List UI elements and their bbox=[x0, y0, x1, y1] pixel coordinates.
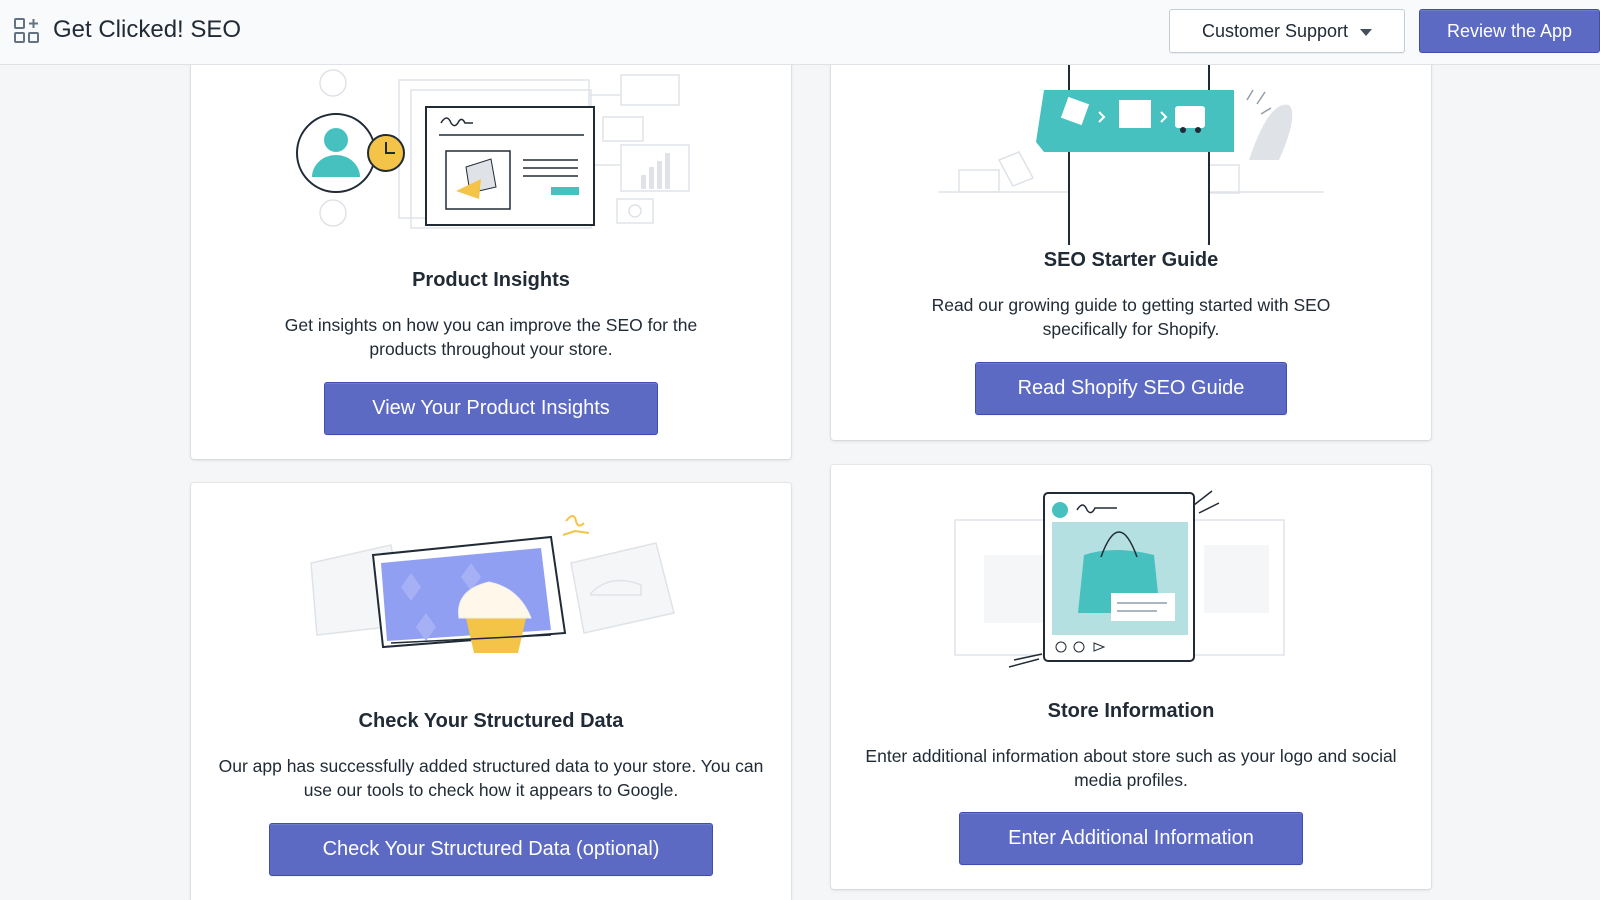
card-title: Check Your Structured Data bbox=[358, 710, 624, 732]
view-product-insights-button[interactable]: View Your Product Insights bbox=[324, 382, 658, 435]
review-app-button[interactable]: Review the App bbox=[1419, 9, 1600, 53]
card-title: SEO Starter Guide bbox=[1043, 249, 1219, 271]
top-bar: Get Clicked! SEO Customer Support Review… bbox=[0, 0, 1600, 65]
customer-support-label: Customer Support bbox=[1201, 20, 1349, 41]
read-seo-guide-button[interactable]: Read Shopify SEO Guide bbox=[975, 362, 1287, 415]
customer-support-button[interactable]: Customer Support bbox=[1169, 9, 1405, 53]
structured-data-illustration bbox=[310, 515, 675, 653]
card-description: Read our growing guide to getting starte… bbox=[931, 295, 1331, 339]
card-description: Our app has successfully added structure… bbox=[218, 756, 764, 800]
app-title: Get Clicked! SEO bbox=[53, 16, 242, 43]
card-title: Product Insights bbox=[412, 269, 570, 291]
check-structured-data-button[interactable]: Check Your Structured Data (optional) bbox=[269, 823, 713, 876]
card-description: Get insights on how you can improve the … bbox=[284, 315, 698, 359]
card-structured-data: Check Your Structured Data Our app has s… bbox=[191, 483, 791, 900]
seo-guide-illustration bbox=[939, 60, 1324, 245]
card-seo-starter-guide: SEO Starter Guide Read our growing guide… bbox=[831, 40, 1431, 440]
product-insights-illustration bbox=[296, 69, 690, 229]
enter-additional-info-button[interactable]: Enter Additional Information bbox=[959, 812, 1303, 865]
card-description: Enter additional information about store… bbox=[865, 746, 1397, 790]
apps-grid-icon bbox=[14, 18, 39, 43]
card-product-insights: Product Insights Get insights on how you… bbox=[191, 40, 791, 459]
card-store-information: Store Information Enter additional infor… bbox=[831, 465, 1431, 889]
caret-down-icon bbox=[1360, 28, 1373, 36]
card-title: Store Information bbox=[1047, 700, 1215, 722]
store-information-illustration bbox=[954, 490, 1285, 668]
